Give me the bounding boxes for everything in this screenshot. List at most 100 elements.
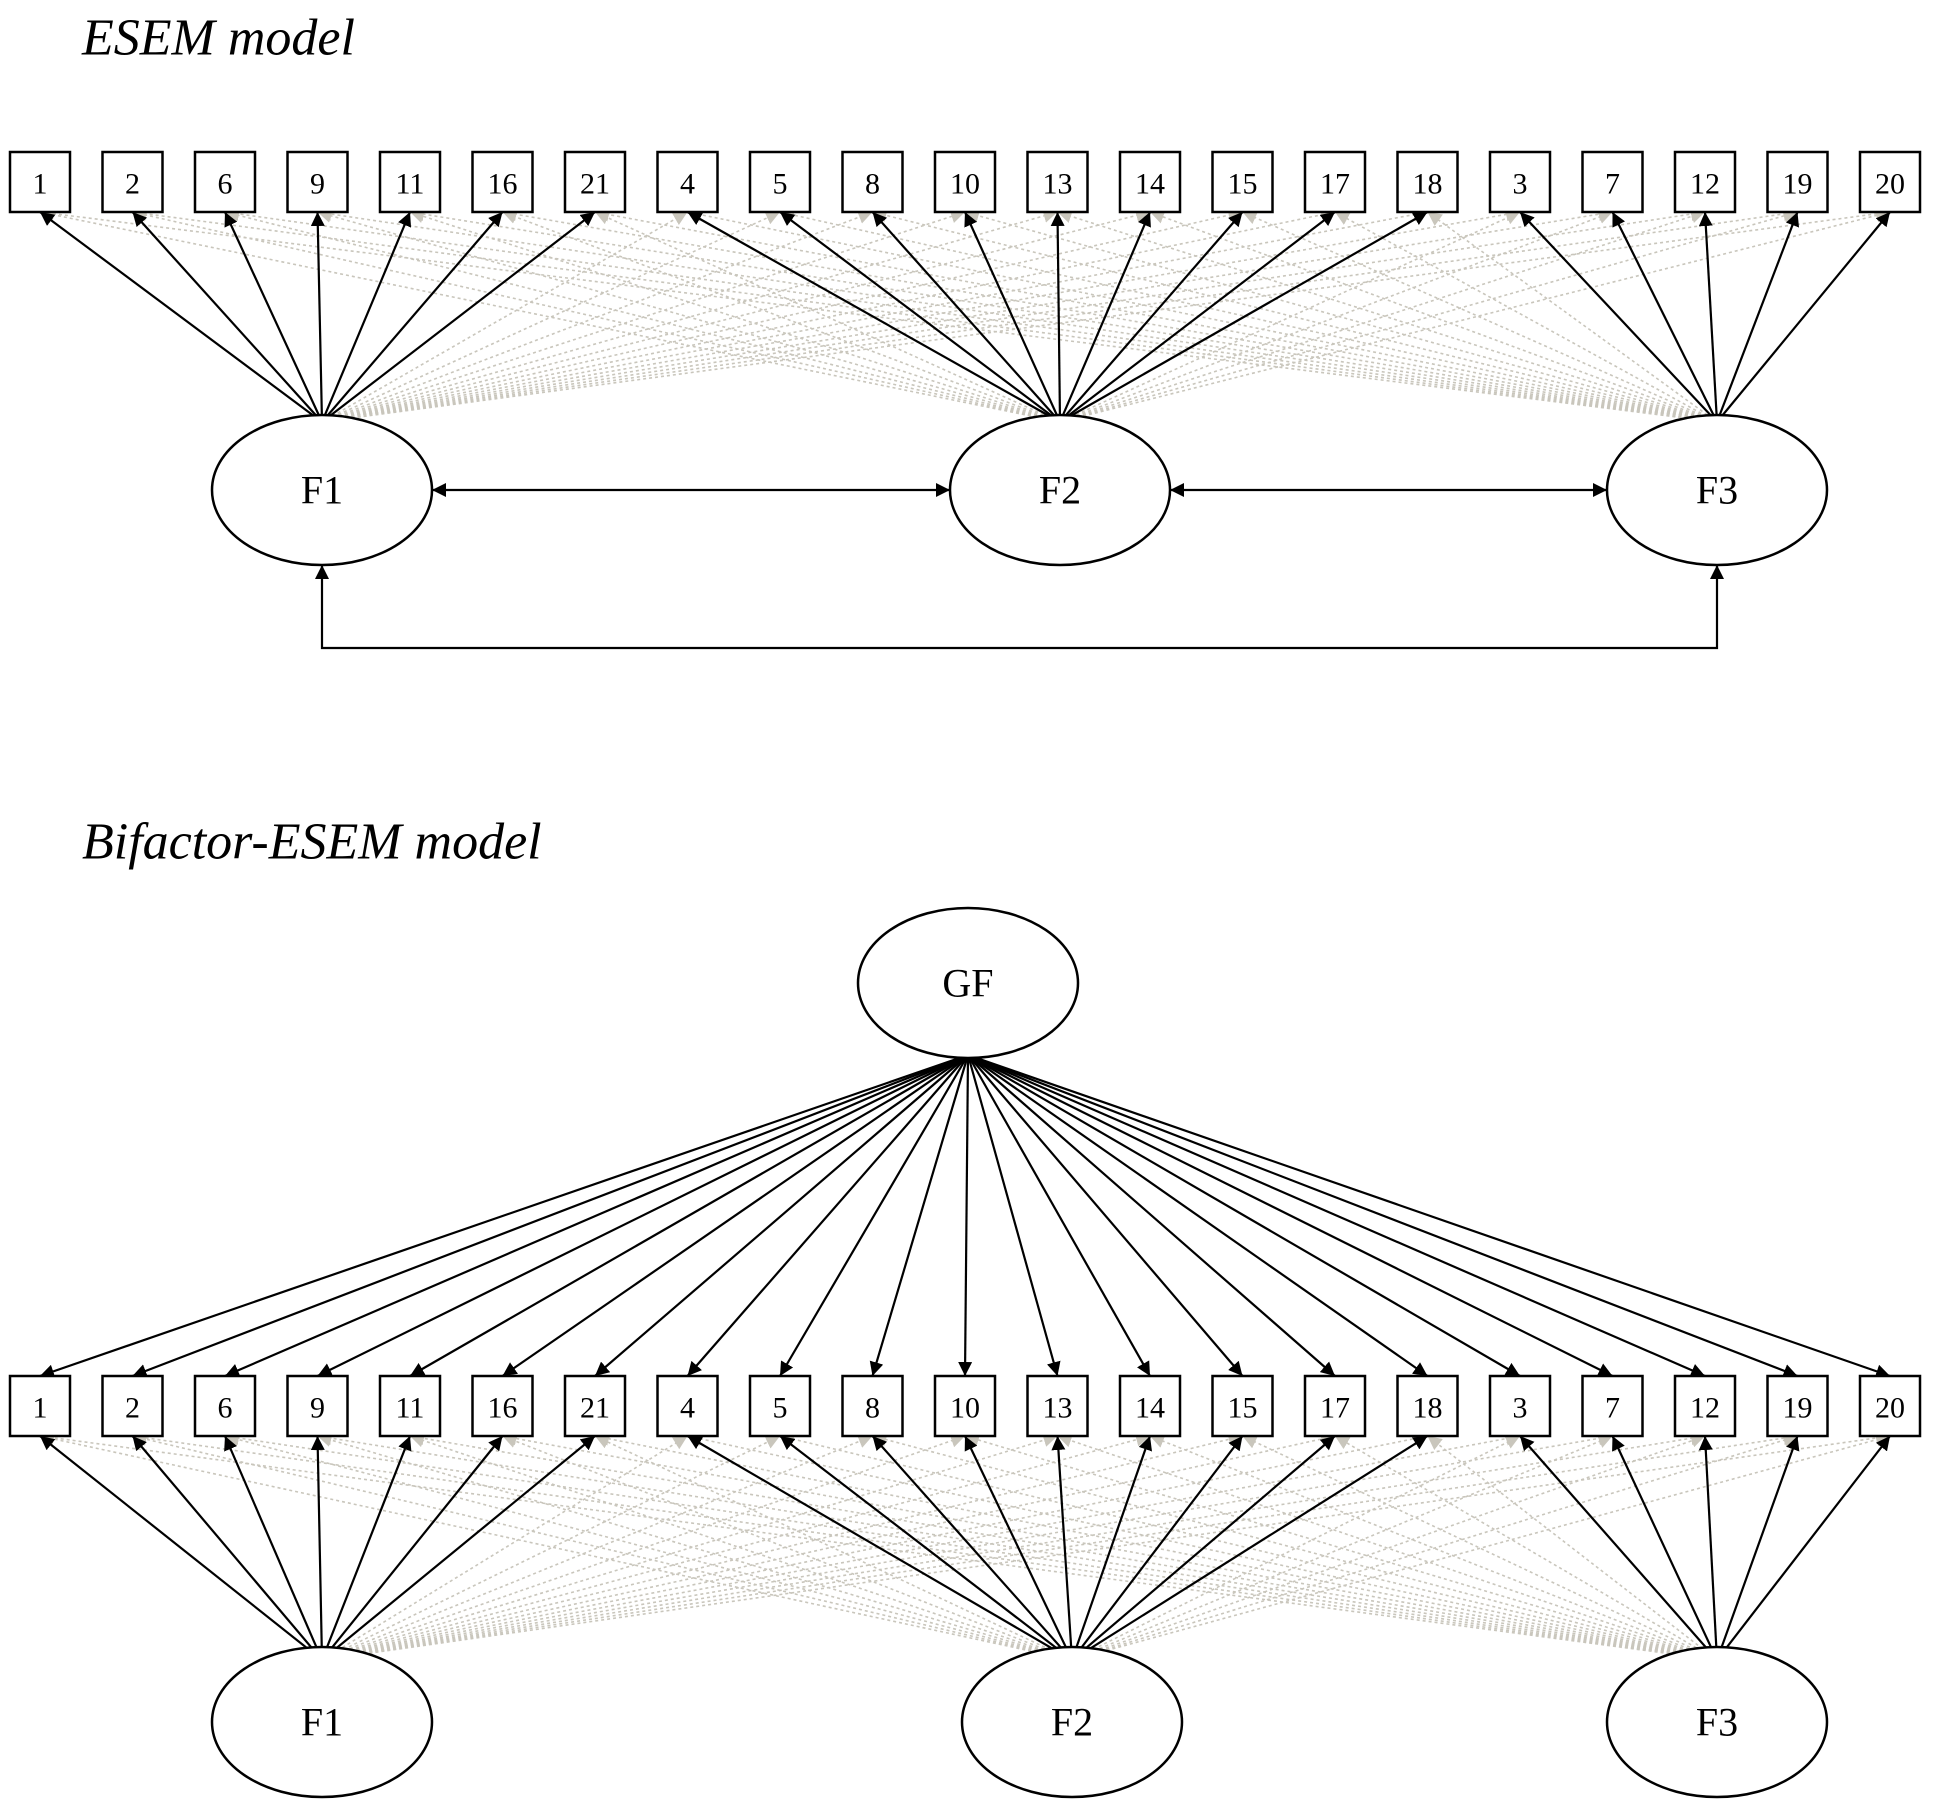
item-box: 9 bbox=[286, 1374, 349, 1438]
item-box-rect bbox=[378, 150, 442, 214]
cross-loading-arrow bbox=[321, 1435, 781, 1661]
item-box: 21 bbox=[563, 1374, 627, 1438]
cross-loading-arrow bbox=[779, 208, 1718, 423]
cross-loading-arrow bbox=[502, 207, 1718, 423]
cross-loading-arrow bbox=[317, 207, 1718, 423]
item-box: 20 bbox=[1858, 150, 1922, 214]
item-box: 6 bbox=[193, 150, 257, 214]
factor-label: F2 bbox=[1051, 1700, 1093, 1745]
factor-ellipse bbox=[1605, 1645, 1829, 1799]
cross-loading-arrow bbox=[1427, 1435, 1718, 1661]
item-box-rect bbox=[101, 150, 164, 214]
loading-arrow bbox=[1059, 211, 1429, 423]
item-label: 8 bbox=[865, 1392, 880, 1425]
cross-loading-arrow bbox=[502, 1434, 1073, 1661]
cross-loading-arrow bbox=[321, 1434, 873, 1661]
factor-ellipse bbox=[960, 1645, 1184, 1799]
loading-arrow bbox=[1071, 1435, 1429, 1661]
general-loading-arrow bbox=[967, 1053, 1798, 1378]
cross-loading-arrow bbox=[1334, 1435, 1718, 1661]
loading-arrow bbox=[131, 1435, 323, 1661]
item-box: 15 bbox=[1211, 1374, 1274, 1438]
cross-loading-arrow bbox=[317, 209, 1061, 423]
item-box-rect bbox=[1396, 1374, 1459, 1438]
cross-loading-arrow bbox=[1149, 210, 1718, 423]
cross-loading-arrow bbox=[321, 211, 781, 423]
factor-label: F1 bbox=[301, 468, 343, 513]
item-label: 14 bbox=[1135, 168, 1165, 201]
loading-arrow bbox=[1071, 1435, 1244, 1661]
general-factor-ellipse bbox=[856, 906, 1080, 1060]
item-label: 3 bbox=[1513, 1392, 1528, 1425]
factor-ellipse bbox=[210, 413, 434, 567]
cross-loading-arrow bbox=[687, 207, 1718, 423]
cross-loading-arrow bbox=[594, 1435, 1073, 1661]
loading-arrow bbox=[1058, 211, 1152, 423]
general-loading-arrow bbox=[967, 1054, 1521, 1377]
item-box: 13 bbox=[1026, 150, 1089, 214]
cross-loading-arrow bbox=[321, 207, 1613, 423]
item-label: 8 bbox=[865, 168, 880, 201]
cross-loading-arrow bbox=[39, 207, 1061, 423]
item-box-rect bbox=[1303, 150, 1367, 214]
item-box: 10 bbox=[933, 1374, 997, 1438]
item-box-rect bbox=[1396, 150, 1459, 214]
item-box: 1 bbox=[8, 150, 72, 214]
cross-loading-arrow bbox=[409, 207, 1718, 423]
cross-loading-arrow bbox=[1334, 211, 1718, 423]
general-loading-arrow bbox=[967, 1054, 1429, 1377]
cross-loading-arrow bbox=[502, 1431, 1718, 1661]
factor-correlation-arrow bbox=[315, 565, 1724, 650]
item-box-rect bbox=[1488, 1374, 1552, 1438]
item-box: 3 bbox=[1488, 1374, 1552, 1438]
item-label: 7 bbox=[1605, 168, 1620, 201]
general-loading-arrow bbox=[967, 1053, 1891, 1379]
loading-arrow bbox=[310, 211, 325, 423]
item-label: 6 bbox=[218, 168, 233, 201]
item-box-rect bbox=[933, 150, 997, 214]
general-loading-arrow bbox=[967, 1054, 1613, 1377]
item-label: 13 bbox=[1043, 1392, 1073, 1425]
item-label: 5 bbox=[773, 1392, 788, 1425]
loading-arrow bbox=[1715, 211, 1800, 423]
loading-arrow bbox=[963, 211, 1062, 423]
item-label: 12 bbox=[1690, 168, 1720, 201]
cross-loading-arrow bbox=[321, 207, 1706, 423]
loading-arrow bbox=[779, 1435, 1073, 1661]
loading-arrow bbox=[1611, 211, 1718, 423]
item-label: 18 bbox=[1413, 168, 1443, 201]
item-box-rect bbox=[1858, 150, 1922, 214]
item-box-rect bbox=[1026, 1374, 1089, 1438]
item-box: 12 bbox=[1673, 150, 1737, 214]
general-loading-arrow bbox=[224, 1053, 969, 1378]
item-box-rect bbox=[193, 1374, 257, 1438]
loading-arrow bbox=[224, 211, 323, 423]
item-box: 7 bbox=[1581, 150, 1644, 214]
cross-loading-arrow bbox=[1059, 209, 1706, 423]
item-label: 9 bbox=[310, 168, 325, 201]
cross-loading-arrow bbox=[1071, 1432, 1891, 1661]
cross-loading-arrow bbox=[321, 211, 688, 423]
cross-loading-arrow bbox=[321, 1433, 966, 1661]
loading-arrow bbox=[686, 1435, 1073, 1661]
factor-label: F1 bbox=[301, 1700, 343, 1745]
item-box: 8 bbox=[841, 150, 904, 214]
item-box: 5 bbox=[748, 1374, 812, 1438]
cross-loading-arrow bbox=[317, 1431, 1718, 1661]
general-loading-arrow bbox=[132, 1053, 969, 1378]
item-box-rect bbox=[933, 1374, 997, 1438]
item-box: 11 bbox=[378, 1374, 442, 1438]
item-label: 1 bbox=[33, 1392, 48, 1425]
item-box-rect bbox=[1581, 1374, 1644, 1438]
item-box: 4 bbox=[656, 150, 719, 214]
cross-loading-arrow bbox=[321, 208, 1151, 423]
general-loading-arrow bbox=[967, 1054, 1151, 1377]
cross-loading-arrow bbox=[1071, 1434, 1613, 1661]
cross-loading-arrow bbox=[224, 1432, 1073, 1661]
item-box-rect bbox=[841, 1374, 904, 1438]
loading-arrow bbox=[1715, 1435, 1800, 1661]
item-box: 2 bbox=[101, 150, 164, 214]
panel-title-1: ESEM model bbox=[81, 10, 355, 67]
